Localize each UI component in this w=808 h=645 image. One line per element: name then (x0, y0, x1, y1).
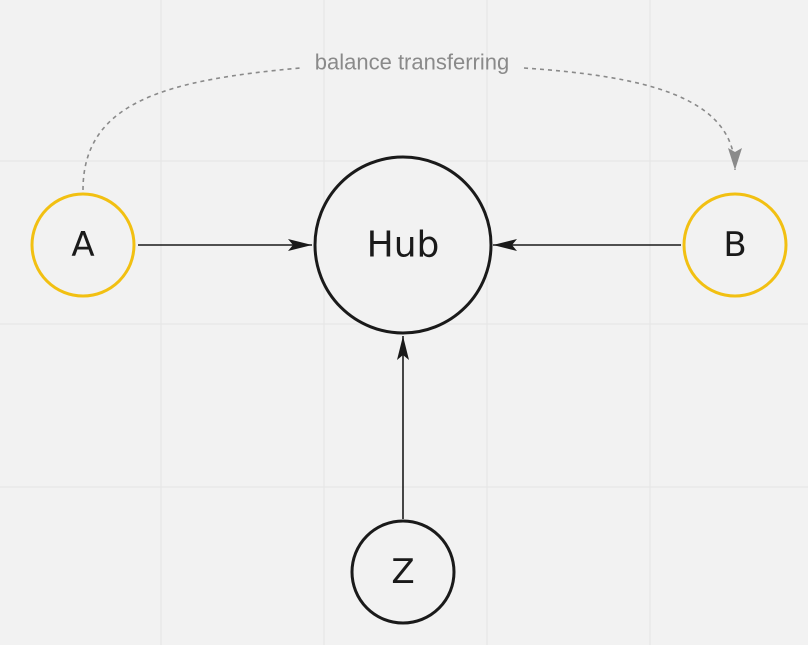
node-z-circle (350, 519, 456, 625)
node-b-circle (682, 192, 788, 298)
node-z[interactable]: Z (350, 519, 456, 625)
node-a-circle (30, 192, 136, 298)
edge-a-to-b[interactable] (82, 67, 735, 190)
node-b-label: B (723, 225, 746, 265)
node-b[interactable]: B (682, 192, 788, 298)
node-hub-label: Hub (367, 225, 440, 266)
node-z-label: Z (391, 552, 414, 592)
node-a-label: A (71, 225, 94, 265)
node-a[interactable]: A (30, 192, 136, 298)
node-hub[interactable]: Hub (313, 155, 493, 335)
node-hub-circle (313, 155, 493, 335)
edge-label-balance-transferring: balance transferring (315, 50, 509, 75)
